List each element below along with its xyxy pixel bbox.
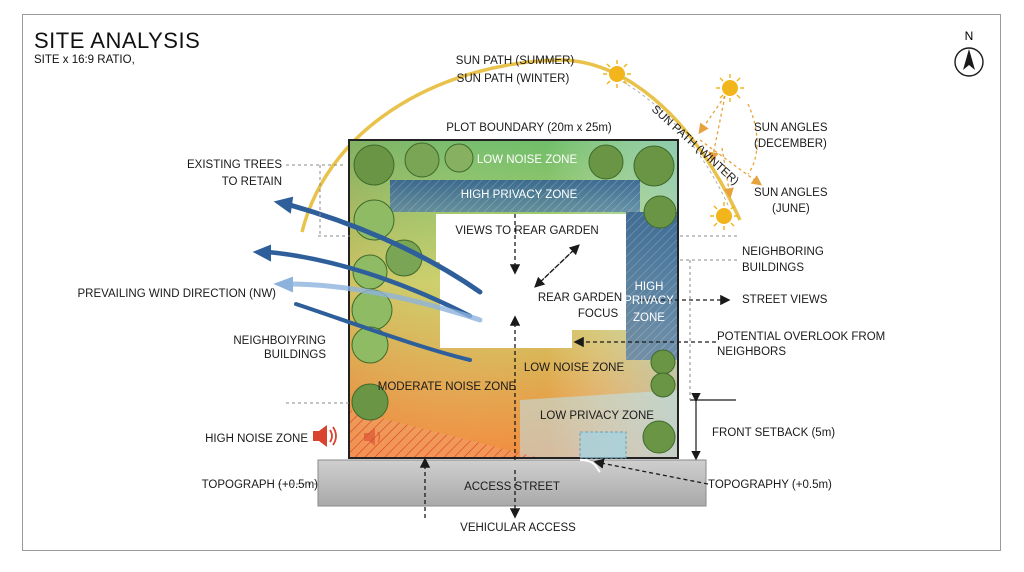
wind-arrows [252, 196, 483, 362]
sun-angle-arrows [698, 95, 763, 199]
leader-lines [278, 164, 738, 485]
existing-trees-line1: EXISTING TREES [187, 159, 282, 171]
rear-garden-line2: FOCUS [578, 308, 619, 320]
high-noise-hatch [349, 410, 540, 458]
sun-icon [603, 60, 631, 88]
drawing-frame [22, 14, 1001, 551]
prevailing-wind-label: PREVAILING WIND DIRECTION (NW) [78, 288, 277, 300]
sun-angles-december-line2: (DECEMBER) [754, 138, 827, 150]
neighboring-right-line1: NEIGHBORING [742, 246, 824, 258]
street-views-label: STREET VIEWS [742, 294, 828, 306]
sun-icon-june [710, 202, 738, 230]
compass-north-label: N [965, 29, 974, 43]
plot-boundary-line [348, 139, 679, 459]
sun-angles-december-line1: SUN ANGLES [754, 122, 828, 134]
sun-icon-december [716, 74, 744, 102]
zone-high-privacy-side-line3: ZONE [633, 312, 665, 324]
plot-boundary-label: PLOT BOUNDARY (20m x 25m) [446, 122, 612, 134]
high-noise-zone-label: HIGH NOISE ZONE [205, 433, 308, 445]
rear-garden-line1: REAR GARDEN [538, 292, 622, 304]
access-street [317, 459, 707, 507]
existing-trees-line2: TO RETAIN [222, 176, 282, 188]
topograph-left-label: TOPOGRAPH (+0.5m) [202, 479, 319, 491]
driveway [579, 431, 627, 459]
page-title: SITE ANALYSIS [34, 28, 201, 53]
speaker-icon [313, 425, 337, 447]
front-setback-dimension [690, 392, 736, 461]
front-setback-label: FRONT SETBACK (5m) [712, 427, 835, 439]
overlook-line1: POTENTIAL OVERLOOK FROM [717, 331, 885, 343]
winter-sun-guide [611, 75, 729, 206]
page-subtitle: SITE x 16:9 RATIO, [34, 54, 135, 66]
zone-high-privacy-side-line2: PRIVACY [624, 295, 674, 307]
zone-moderate-noise: MODERATE NOISE ZONE [378, 381, 517, 393]
neighboring-left-line1: NEIGHBOIYRING [233, 335, 326, 347]
speaker-icon-faded [364, 428, 381, 446]
tree-icons [351, 142, 677, 454]
neighboring-right-line2: BUILDINGS [742, 262, 804, 274]
sun-angles-june-line2: (JUNE) [772, 203, 810, 215]
view-arrows [419, 214, 731, 519]
neighboring-left-line2: BUILDINGS [264, 349, 326, 361]
north-compass-icon: N [954, 29, 984, 77]
sun-path-winter-label: SUN PATH (WINTER) [457, 73, 570, 85]
zone-low-noise-mid: LOW NOISE ZONE [524, 362, 625, 374]
low-privacy-zone-fill [520, 390, 678, 458]
zone-low-privacy: LOW PRIVACY ZONE [540, 410, 654, 422]
zone-low-noise-top: LOW NOISE ZONE [477, 154, 578, 166]
access-street-label: ACCESS STREET [464, 481, 560, 493]
vehicular-access-label: VEHICULAR ACCESS [460, 522, 576, 534]
sun-angles-june-line1: SUN ANGLES [754, 187, 828, 199]
zone-high-privacy-side-line1: HIGH [635, 281, 664, 293]
zone-high-privacy-top: HIGH PRIVACY ZONE [461, 189, 578, 201]
topography-right-label: TOPOGRAPHY (+0.5m) [708, 479, 832, 491]
zone-views-rear-garden: VIEWS TO REAR GARDEN [455, 225, 598, 237]
sun-path-summer-label: SUN PATH (SUMMER) [456, 55, 575, 67]
overlook-line2: NEIGHBORS [717, 346, 786, 358]
